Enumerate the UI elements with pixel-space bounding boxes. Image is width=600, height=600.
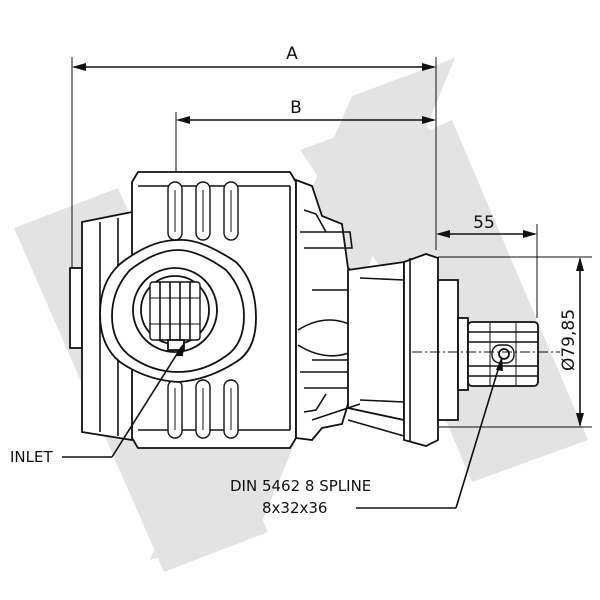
dimension-a: A [71, 44, 437, 270]
dimension-shaft-length: 55 [436, 213, 538, 318]
ribs-top [167, 181, 239, 241]
adapter-cone [347, 260, 405, 422]
inlet-callout: INLET [10, 342, 184, 466]
inlet-label: INLET [10, 448, 53, 466]
flange-hub [437, 279, 459, 421]
dimension-flange-diameter-label: Ø79,85 [559, 309, 579, 371]
spline-callout: DIN 5462 8 SPLINE 8x32x36 [230, 356, 503, 517]
mounting-flange [403, 253, 439, 447]
spline-label-line2: 8x32x36 [262, 499, 327, 517]
dimension-flange-diameter: Ø79,85 [438, 256, 592, 428]
inlet-port [99, 238, 257, 383]
dimension-b-label: B [290, 98, 302, 118]
ribs-bottom [167, 379, 239, 439]
spline-label-line1: DIN 5462 8 SPLINE [230, 477, 371, 495]
splined-shaft [457, 317, 539, 391]
rear-cap [69, 267, 83, 349]
dimension-a-label: A [286, 44, 298, 64]
pump-body [69, 171, 560, 449]
dimension-shaft-length-label: 55 [473, 213, 495, 233]
